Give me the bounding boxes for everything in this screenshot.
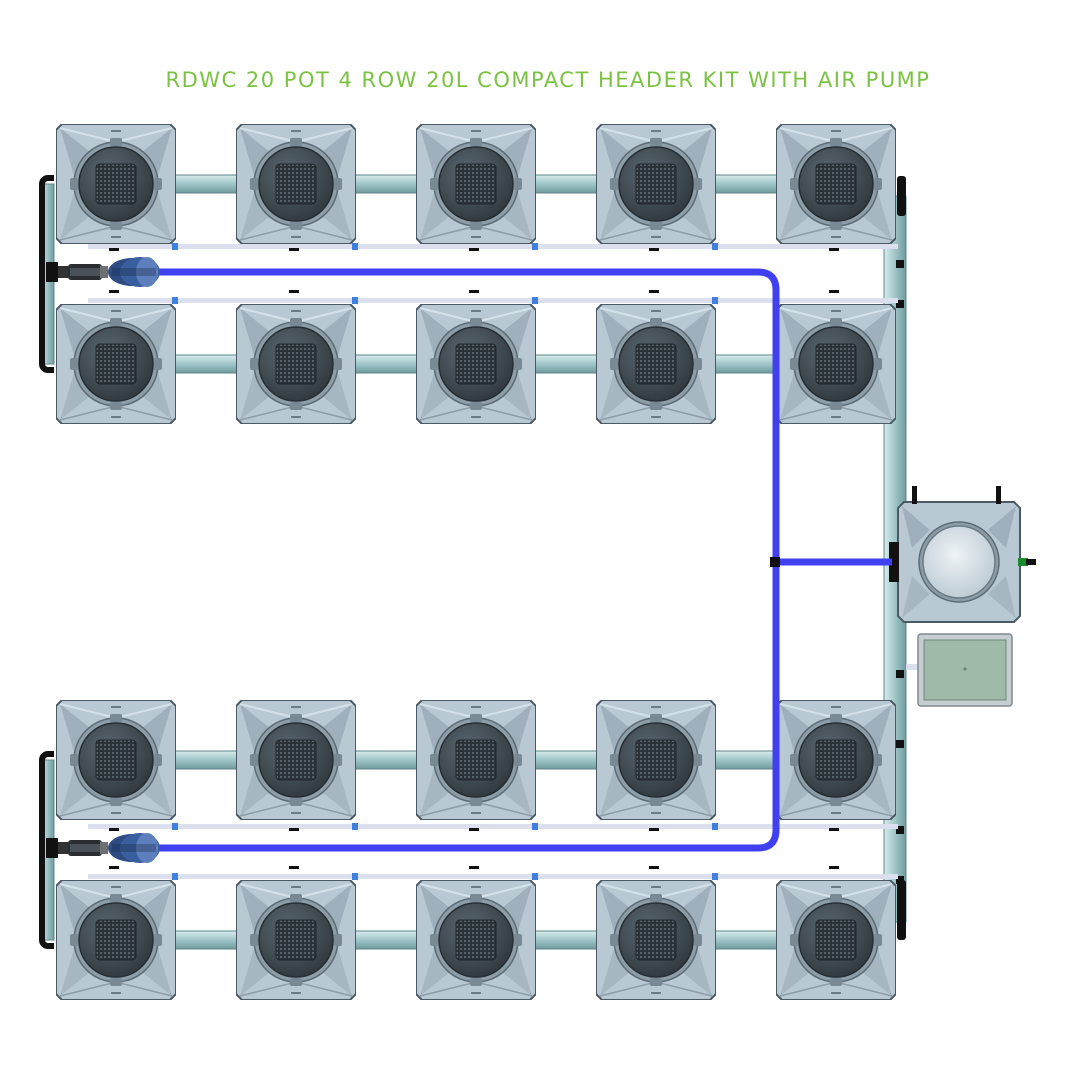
header-joint-2: [896, 300, 904, 308]
pot-clip: [289, 290, 299, 293]
grow-pot-icon: [236, 124, 356, 244]
air-fitting: [712, 297, 718, 304]
air-fitting: [532, 243, 538, 250]
air-stone-icon: [46, 833, 160, 863]
grow-pot-icon: [596, 700, 716, 820]
air-stone-icon: [46, 257, 160, 287]
air-fitting: [172, 823, 178, 830]
grow-pot-icon: [776, 124, 896, 244]
tank-vent-right: [996, 486, 1001, 504]
air-tube-rail-2: [88, 298, 898, 303]
header-joint-7: [896, 876, 904, 884]
pot-clip: [109, 866, 119, 869]
air-line-layer: [46, 257, 892, 863]
pot-clip: [649, 828, 659, 831]
grow-pot-icon: [776, 304, 896, 424]
air-tee-joint: [770, 557, 780, 567]
grow-pot-icon: [416, 304, 536, 424]
air-tube-rail-1: [88, 244, 898, 249]
grow-pot-icon: [596, 304, 716, 424]
pot-clip: [469, 828, 479, 831]
air-fitting: [352, 243, 358, 250]
header-joint-5: [896, 740, 904, 748]
pump-air-tube: [906, 664, 920, 670]
header-joint-4: [896, 670, 904, 678]
air-fitting: [532, 873, 538, 880]
air-tube-rail-3: [88, 824, 898, 829]
header-joint-1: [896, 260, 904, 268]
grow-pot-icon: [596, 124, 716, 244]
grow-pot-icon: [236, 304, 356, 424]
pot-layer: [56, 124, 1036, 1000]
pot-clip: [109, 828, 119, 831]
air-fitting: [712, 823, 718, 830]
pot-clip: [829, 248, 839, 251]
tank-vent-left: [912, 486, 917, 504]
pot-clip: [289, 866, 299, 869]
grow-pot-icon: [776, 700, 896, 820]
tank-outlet-tip: [1026, 559, 1036, 565]
pot-clip: [109, 290, 119, 293]
pot-clip: [649, 248, 659, 251]
air-fitting: [352, 297, 358, 304]
grow-pot-icon: [776, 880, 896, 1000]
grow-pot-icon: [56, 700, 176, 820]
left-elbow-1: [39, 175, 54, 373]
tank-outlet-valve: [1018, 558, 1028, 566]
grow-pot-icon: [416, 700, 536, 820]
grow-pot-icon: [596, 880, 716, 1000]
header-tank-icon: [889, 486, 1036, 623]
pot-clip: [829, 828, 839, 831]
pot-clip: [469, 290, 479, 293]
air-fitting: [712, 873, 718, 880]
air-fitting: [172, 243, 178, 250]
pot-clip: [109, 248, 119, 251]
air-fitting: [532, 297, 538, 304]
grow-pot-icon: [56, 880, 176, 1000]
grow-pot-icon: [416, 880, 536, 1000]
air-fitting: [352, 823, 358, 830]
air-pump-icon: [906, 633, 1013, 707]
air-fitting: [172, 873, 178, 880]
pot-clip: [829, 290, 839, 293]
pot-clip: [649, 866, 659, 869]
header-top-cap: [897, 176, 906, 216]
grow-pot-icon: [236, 880, 356, 1000]
grow-pot-icon: [416, 124, 536, 244]
pot-clip: [469, 248, 479, 251]
tank-inlet-coupler: [889, 542, 899, 582]
grow-pot-icon: [236, 700, 356, 820]
pot-clip: [289, 248, 299, 251]
diagram-title: RDWC 20 POT 4 ROW 20L COMPACT HEADER KIT…: [165, 68, 931, 92]
grow-pot-icon: [56, 124, 176, 244]
pot-clip: [649, 290, 659, 293]
air-fitting: [712, 243, 718, 250]
pot-clip: [829, 866, 839, 869]
left-elbow-2: [39, 751, 54, 949]
air-tube-layer: [88, 243, 898, 880]
air-tube-rail-4: [88, 874, 898, 879]
air-fitting: [172, 297, 178, 304]
pot-clip: [289, 828, 299, 831]
air-fitting: [352, 873, 358, 880]
header-joint-6: [896, 826, 904, 834]
header-bottom-cap: [897, 880, 906, 940]
grow-pot-icon: [56, 304, 176, 424]
air-fitting: [532, 823, 538, 830]
pot-clip: [469, 866, 479, 869]
